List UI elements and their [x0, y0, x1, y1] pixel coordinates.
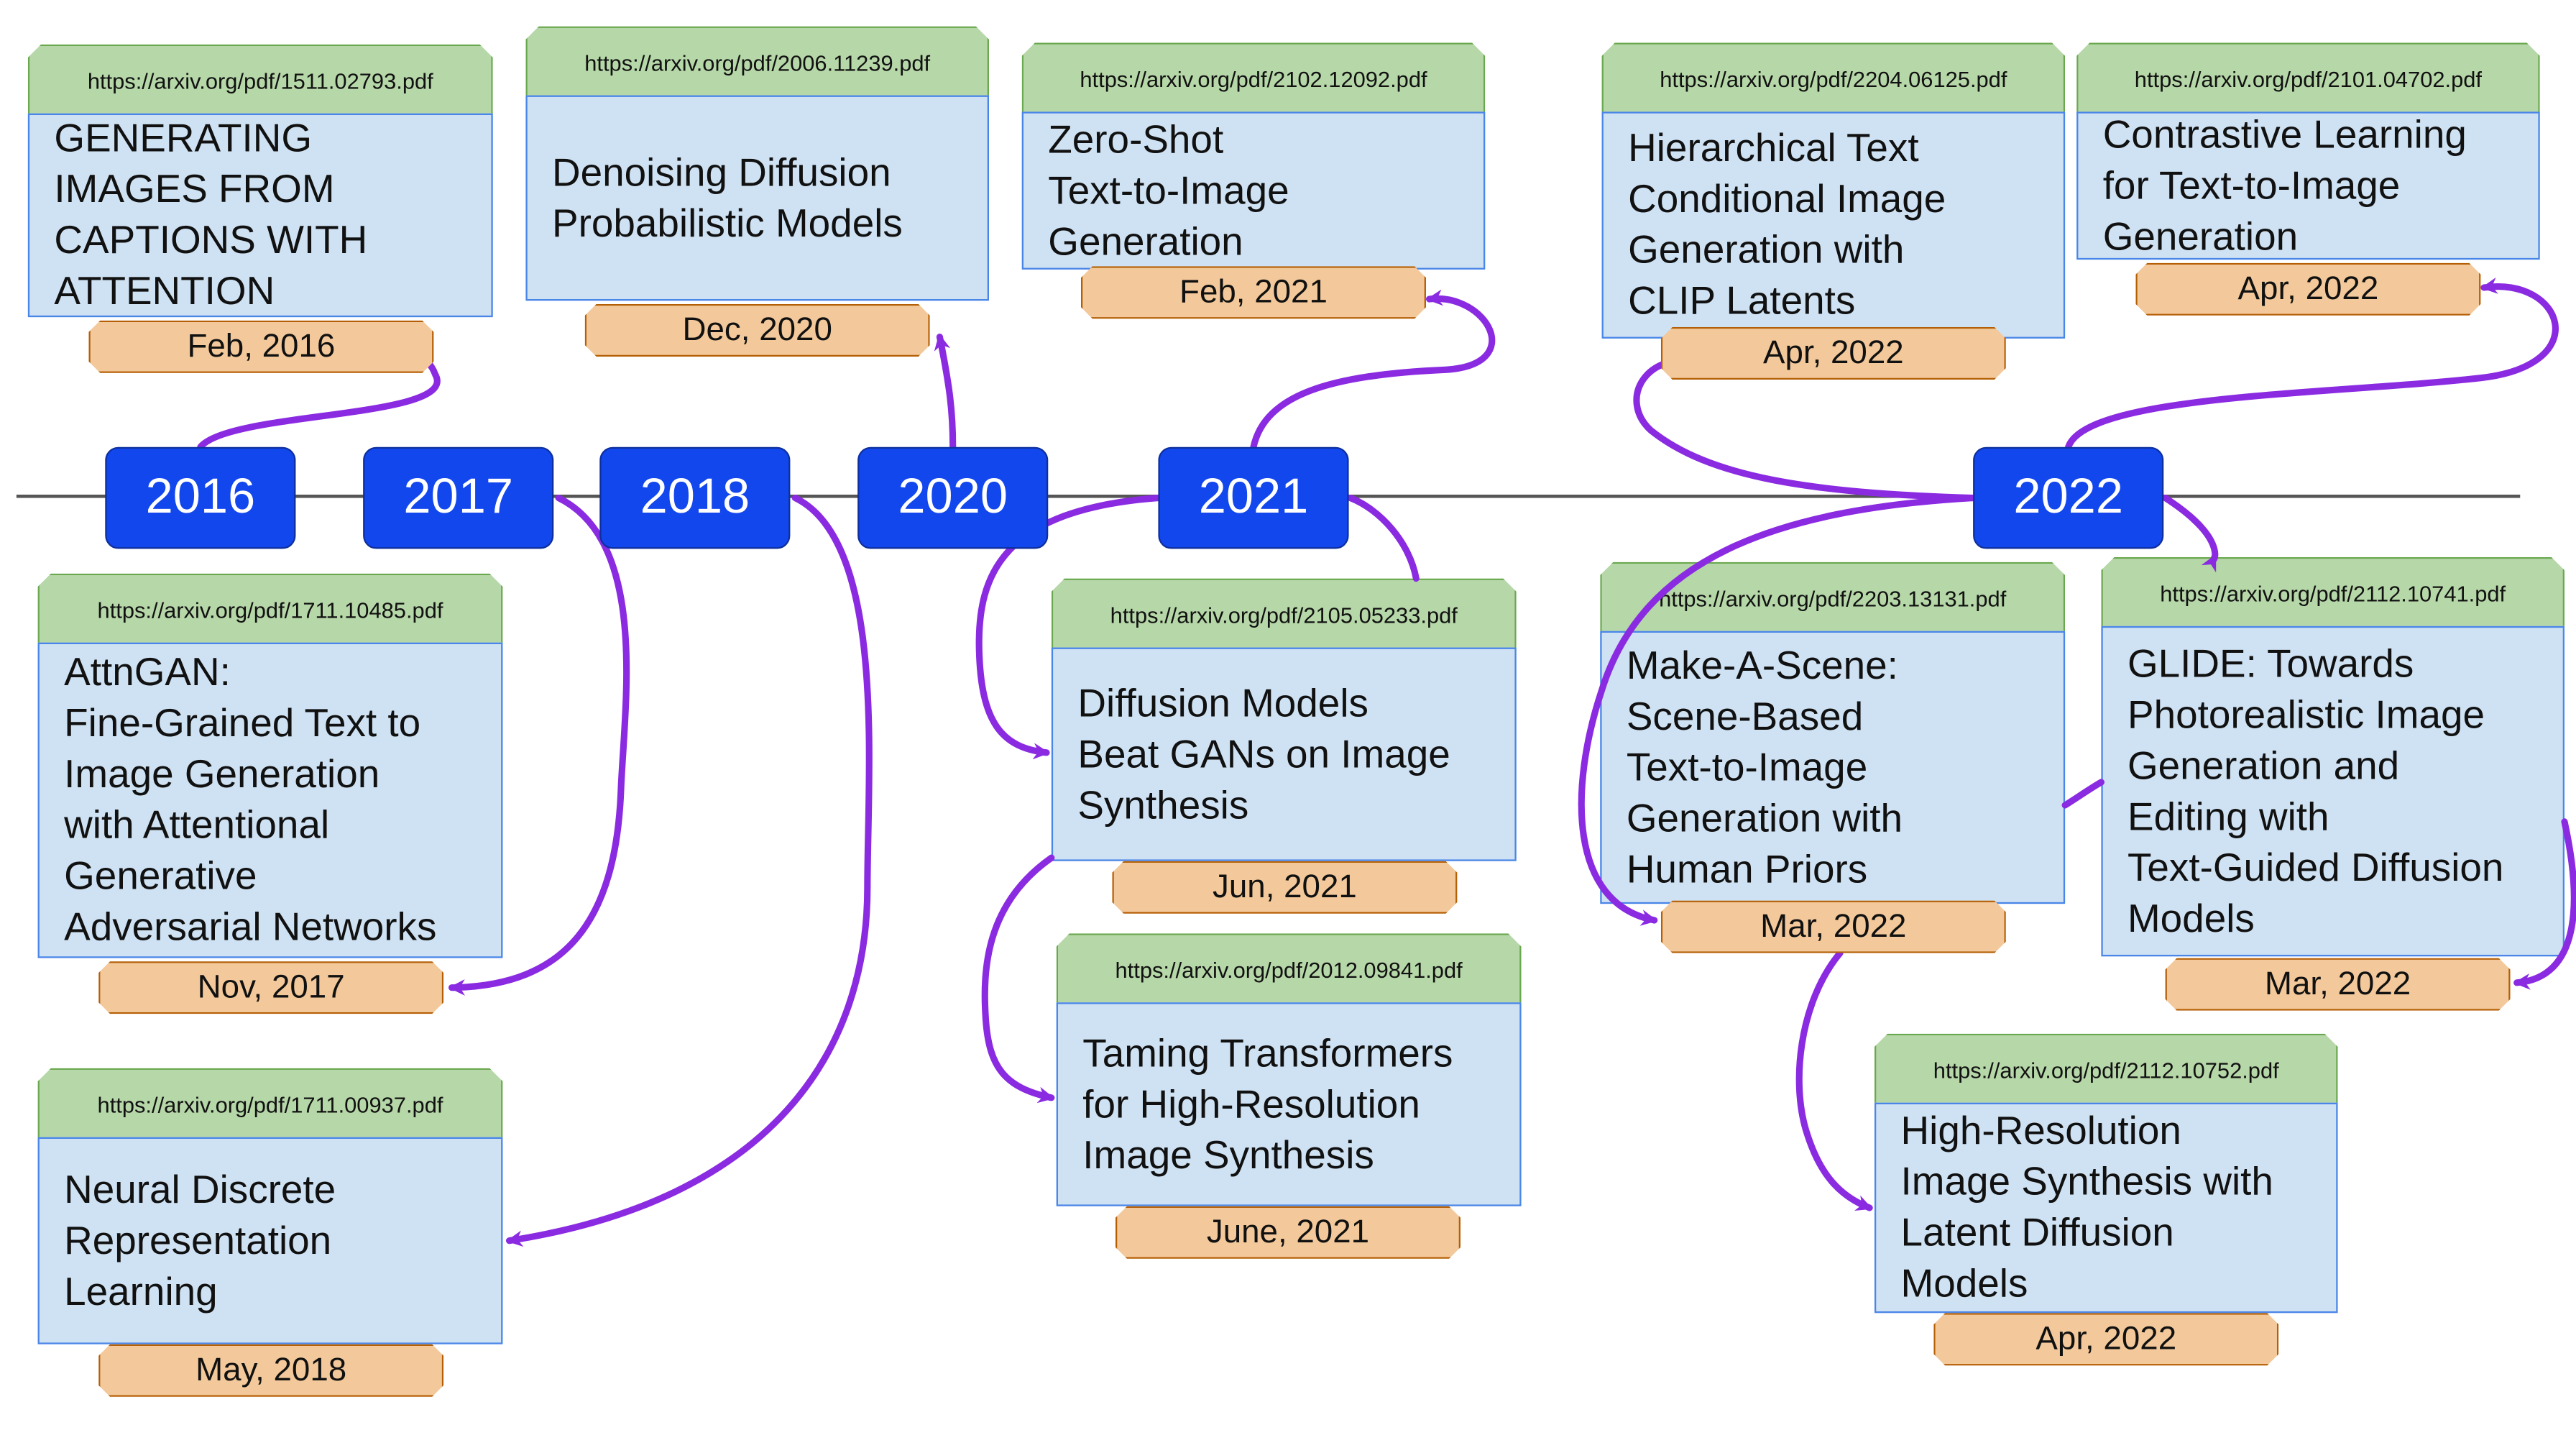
paper-title: High-Resolution Image Synthesis with Lat…	[1874, 1102, 2338, 1314]
year-node-2021: 2021	[1158, 446, 1349, 549]
paper-card-dalle: https://arxiv.org/pdf/2102.12092.pdf Zer…	[1021, 42, 1486, 270]
arrow-2021-to-june-2021	[981, 854, 1055, 1104]
arrow-2020-to-dec-2020	[934, 333, 957, 451]
arrow-2022-to-apr-2022-dalle2	[1633, 351, 1977, 502]
arrow-2022-to-mar-2022-glide	[2161, 494, 2219, 573]
paper-card-xmc-gan: https://arxiv.org/pdf/2101.04702.pdf Con…	[2076, 42, 2540, 260]
year-node-2018: 2018	[599, 446, 791, 549]
paper-title: Hierarchical Text Conditional Image Gene…	[1601, 111, 2066, 339]
paper-card-attngan: https://arxiv.org/pdf/1711.10485.pdf Att…	[37, 574, 503, 958]
paper-card-glide: https://arxiv.org/pdf/2112.10741.pdf GLI…	[2101, 557, 2564, 957]
paper-url[interactable]: https://arxiv.org/pdf/2105.05233.pdf	[1052, 579, 1517, 651]
paper-card-latent-diffusion: https://arxiv.org/pdf/2112.10752.pdf Hig…	[1874, 1034, 2338, 1314]
paper-title: Diffusion Models Beat GANs on Image Synt…	[1051, 647, 1517, 861]
paper-title: Make-A-Scene: Scene-Based Text-to-Image …	[1600, 631, 2066, 904]
paper-url[interactable]: https://arxiv.org/pdf/2203.13131.pdf	[1600, 562, 2065, 635]
paper-date: Feb, 2021	[1081, 266, 1426, 318]
paper-url[interactable]: https://arxiv.org/pdf/2012.09841.pdf	[1057, 933, 1522, 1006]
paper-date: Mar, 2022	[2166, 958, 2511, 1011]
paper-title: AttnGAN: Fine-Grained Text to Image Gene…	[37, 642, 503, 958]
paper-title: GENERATING IMAGES FROM CAPTIONS WITH ATT…	[27, 113, 493, 318]
paper-card-gen-images-captions: https://arxiv.org/pdf/1511.02793.pdf GEN…	[27, 45, 493, 318]
arrow-scene-glide-link	[2061, 779, 2104, 809]
paper-date: Apr, 2022	[2135, 263, 2480, 316]
paper-url[interactable]: https://arxiv.org/pdf/2204.06125.pdf	[1602, 42, 2066, 115]
paper-url[interactable]: https://arxiv.org/pdf/2112.10752.pdf	[1874, 1034, 2338, 1106]
paper-url[interactable]: https://arxiv.org/pdf/2112.10741.pdf	[2101, 557, 2564, 630]
paper-date: Mar, 2022	[1661, 901, 2006, 953]
paper-url[interactable]: https://arxiv.org/pdf/2102.12092.pdf	[1022, 42, 1486, 115]
paper-url[interactable]: https://arxiv.org/pdf/1511.02793.pdf	[28, 45, 493, 117]
arrow-2021-to-feb-2021	[1250, 289, 1496, 451]
paper-date: Feb, 2016	[88, 321, 433, 373]
paper-url[interactable]: https://arxiv.org/pdf/1711.10485.pdf	[38, 574, 503, 646]
paper-title: Neural Discrete Representation Learning	[37, 1137, 503, 1344]
paper-url[interactable]: https://arxiv.org/pdf/2006.11239.pdf	[525, 27, 989, 99]
paper-card-ddpm: https://arxiv.org/pdf/2006.11239.pdf Den…	[525, 27, 989, 301]
year-node-2017: 2017	[363, 446, 554, 549]
paper-date: Jun, 2021	[1112, 861, 1457, 914]
paper-title: Contrastive Learning for Text-to-Image G…	[2076, 111, 2540, 260]
paper-card-make-a-scene: https://arxiv.org/pdf/2203.13131.pdf Mak…	[1600, 562, 2066, 904]
paper-date: June, 2021	[1116, 1206, 1460, 1259]
paper-date: Dec, 2020	[585, 304, 930, 357]
year-node-2016: 2016	[105, 446, 296, 549]
paper-title: Zero-Shot Text-to-Image Generation	[1021, 111, 1486, 270]
paper-card-taming-transformers: https://arxiv.org/pdf/2012.09841.pdf Tam…	[1056, 933, 1522, 1206]
paper-date: Apr, 2022	[1661, 327, 2006, 380]
paper-date: Apr, 2022	[1933, 1313, 2278, 1365]
paper-card-dalle2: https://arxiv.org/pdf/2204.06125.pdf Hie…	[1601, 42, 2066, 339]
paper-title: Taming Transformers for High-Resolution …	[1056, 1002, 1522, 1206]
arrow-scene-to-latent-diffusion	[1795, 950, 1873, 1211]
year-node-2022: 2022	[1973, 446, 2164, 549]
arrow-2021-to-glide	[1347, 494, 1420, 582]
paper-url[interactable]: https://arxiv.org/pdf/1711.00937.pdf	[38, 1068, 503, 1141]
paper-title: GLIDE: Towards Photorealistic Image Gene…	[2101, 625, 2564, 957]
year-node-2020: 2020	[857, 446, 1049, 549]
paper-card-diffusion-beat-gans: https://arxiv.org/pdf/2105.05233.pdf Dif…	[1051, 579, 1517, 861]
paper-date: Nov, 2017	[98, 961, 443, 1014]
paper-card-vqvae: https://arxiv.org/pdf/1711.00937.pdf Neu…	[37, 1068, 503, 1344]
paper-date: May, 2018	[98, 1344, 443, 1397]
arrow-2018-to-may-2018	[505, 494, 873, 1247]
paper-url[interactable]: https://arxiv.org/pdf/2101.04702.pdf	[2076, 42, 2540, 115]
paper-title: Denoising Diffusion Probabilistic Models	[525, 95, 989, 301]
